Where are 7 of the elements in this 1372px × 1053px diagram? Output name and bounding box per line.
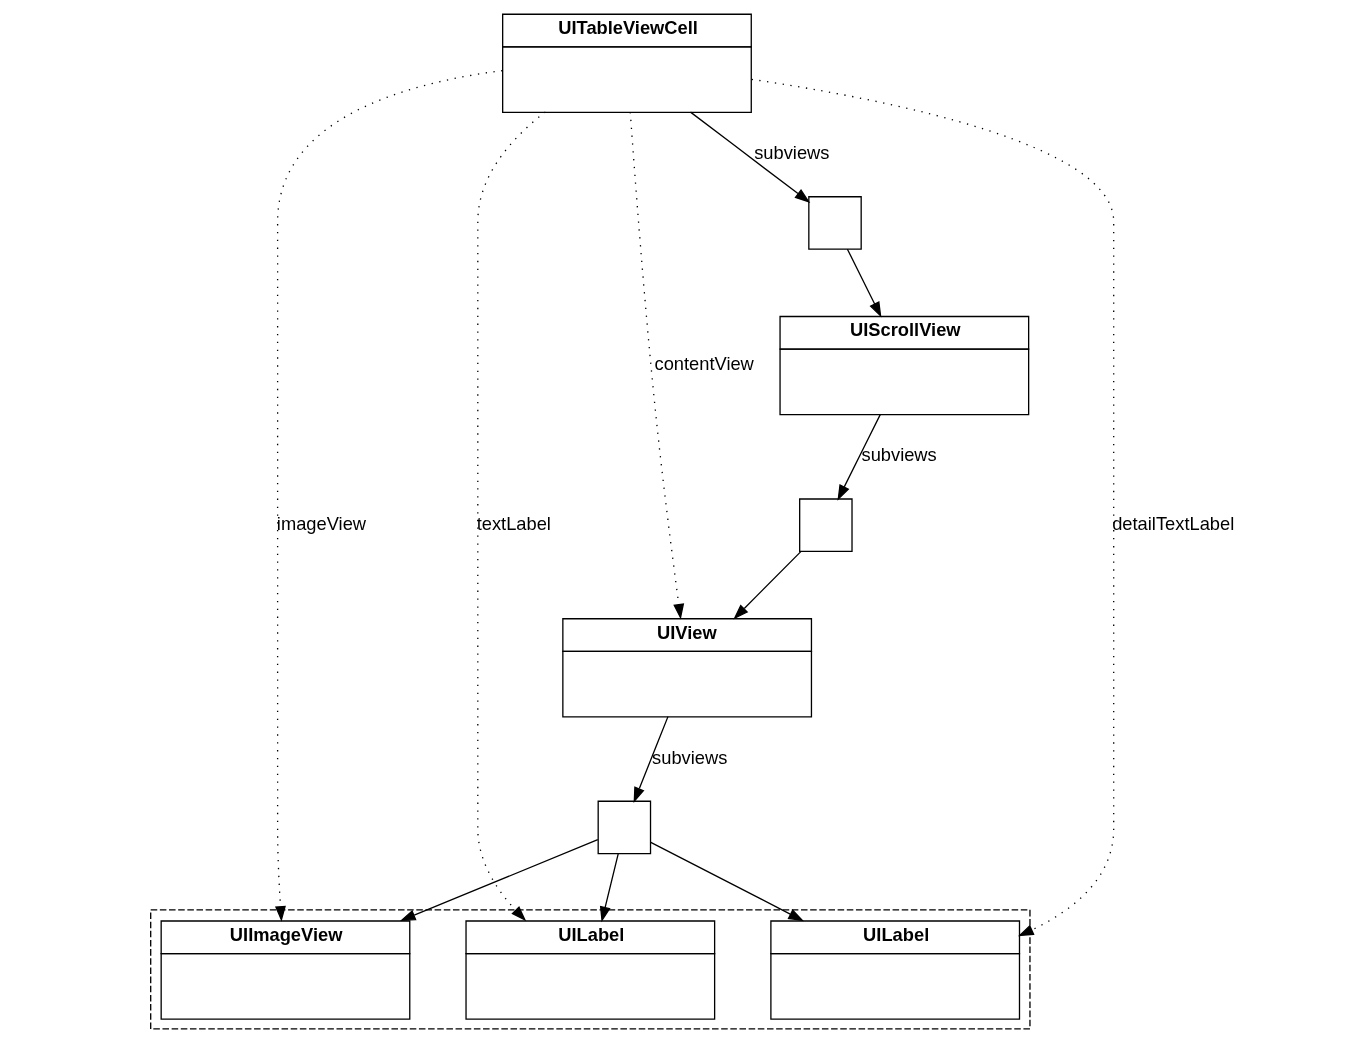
edge-label: subviews: [860, 444, 937, 466]
edge-label: textLabel: [476, 513, 551, 535]
edge-label: detailTextLabel: [1111, 513, 1234, 535]
edge-label: imageView: [276, 513, 366, 535]
edge-label: contentView: [653, 352, 754, 374]
edge-label: subviews: [651, 746, 727, 768]
edge-label: subviews: [753, 142, 829, 164]
